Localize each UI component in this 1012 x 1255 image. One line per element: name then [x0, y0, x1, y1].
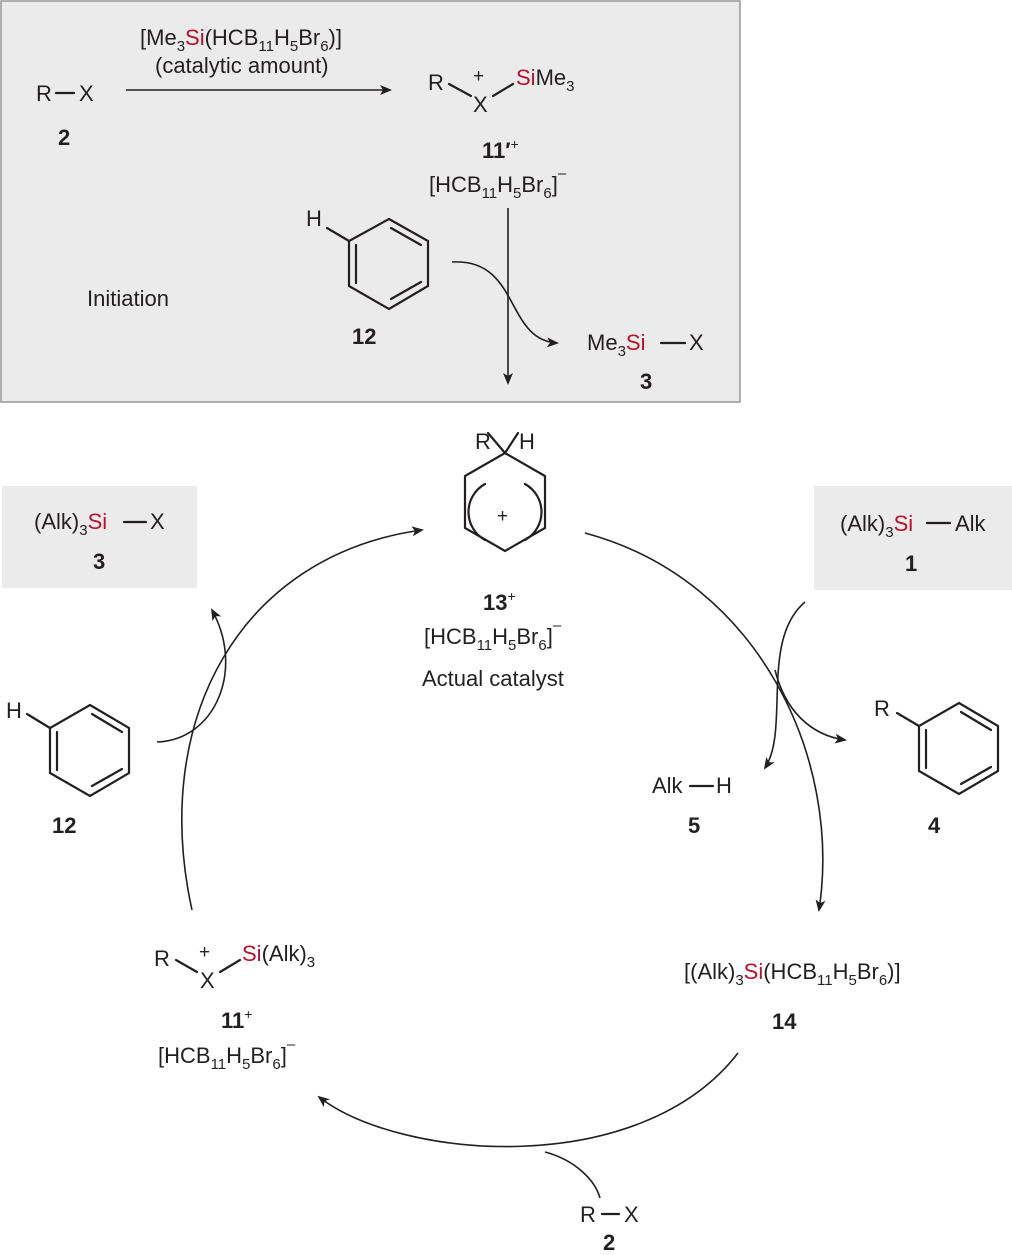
bottom-substrate-x: X — [624, 1202, 639, 1227]
arenium-13 — [463, 431, 547, 553]
silyl-product-panel — [2, 486, 197, 588]
initiation-product: Me3Si — [587, 330, 645, 360]
silylium-14: [(Alk)3Si(HCB11H5Br6)] — [684, 959, 901, 989]
cycle-silane: (Alk)3Si — [840, 511, 913, 541]
arrow-13-to-14 — [584, 532, 826, 912]
actual-catalyst-caption: Actual catalyst — [422, 666, 564, 691]
cation-r: R — [428, 70, 444, 95]
compound-number-12-cycle: 12 — [52, 813, 76, 838]
arrow-substrate-in — [544, 1151, 601, 1199]
bond-x-si-cycle — [218, 958, 242, 974]
compound-number-1: 1 — [905, 551, 917, 576]
compound-number-4: 4 — [928, 813, 941, 838]
arenium-r: R — [475, 429, 491, 454]
arrow-arene-out — [774, 669, 847, 744]
initiation-label: Initiation — [87, 286, 169, 311]
catalytic-amount-label: (catalytic amount) — [155, 53, 329, 78]
alkane-alk: Alk — [652, 773, 684, 798]
benzene-top-h: H — [306, 206, 322, 231]
compound-number-12-top: 12 — [352, 324, 376, 349]
compound-number-5: 5 — [688, 813, 700, 838]
arenium-h: H — [519, 429, 535, 454]
bottom-substrate-r: R — [580, 1202, 596, 1227]
arene-4 — [895, 701, 1000, 796]
benzene-cycle-h: H — [6, 698, 22, 723]
cation-si-me3: SiMe3 — [516, 65, 574, 95]
compound-number-3-cycle: 3 — [93, 549, 105, 574]
cation-x: X — [473, 92, 488, 117]
silane-reagent-panel — [814, 486, 1012, 590]
cation-plus: + — [473, 66, 484, 87]
arrow-silane-in-alkane-out — [763, 601, 806, 770]
cycle-silyl-product-x: X — [150, 509, 165, 534]
initiation-anion: [HCB11H5Br6]– — [429, 165, 567, 202]
initiation-product-x: X — [689, 330, 704, 355]
compound-number-11prime: 11′+ — [482, 136, 519, 163]
substrate-r: R — [36, 81, 52, 106]
bond-r-xplus — [447, 82, 473, 98]
bond-r-xplus-cycle — [174, 958, 199, 974]
bond-x-si — [491, 82, 515, 98]
arrow-11-to-13 — [181, 526, 424, 911]
cycle-cation-r: R — [154, 946, 170, 971]
compound-number-2-bottom: 2 — [603, 1230, 615, 1255]
arenium-plus: + — [497, 506, 508, 527]
compound-number-13: 13+ — [483, 588, 516, 615]
compound-number-14: 14 — [772, 1009, 797, 1034]
benzene-12-top — [325, 217, 430, 311]
benzene-12-cycle — [25, 703, 131, 798]
initiation-panel — [0, 0, 741, 403]
cycle-cation-si: Si(Alk)3 — [242, 941, 315, 971]
cycle-cation-anion: [HCB11H5Br6]– — [158, 1036, 296, 1073]
alkane-h: H — [716, 773, 732, 798]
substrate-x: X — [79, 81, 94, 106]
catalyst-reagent-formula: [Me3Si(HCB11H5Br6)] — [140, 25, 342, 55]
initiation-curved-arrow — [451, 261, 559, 348]
compound-number-11: 11+ — [221, 1006, 252, 1033]
cycle-cation-plus: + — [199, 942, 210, 963]
cycle-silyl-product: (Alk)3Si — [34, 509, 107, 539]
arene-r: R — [874, 696, 890, 721]
compound-number-3-top: 3 — [640, 369, 652, 394]
catalyst-anion: [HCB11H5Br6]– — [424, 617, 562, 654]
compound-number-2-top: 2 — [58, 125, 70, 150]
arrow-benzene-in-silyl-out — [156, 608, 227, 743]
cycle-silane-alk: Alk — [955, 511, 987, 536]
arrow-14-to-11 — [317, 1052, 739, 1148]
cycle-cation-x: X — [200, 968, 215, 993]
